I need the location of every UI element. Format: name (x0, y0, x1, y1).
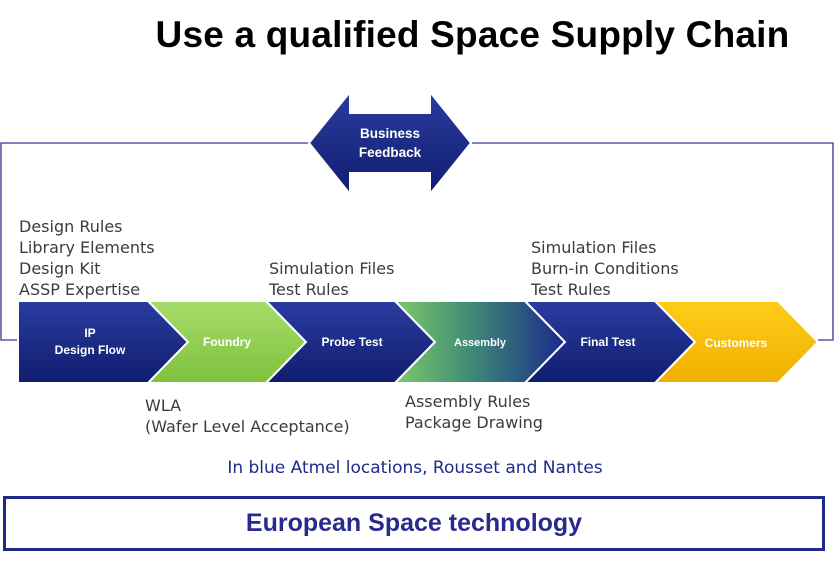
atmel-locations-note: In blue Atmel locations, Rousset and Nan… (227, 458, 603, 478)
step-final-test-label: Final Test (580, 335, 635, 349)
step-customers: Customers (652, 300, 820, 384)
final-test-inputs-note: Simulation Files Burn-in Conditions Test… (531, 238, 679, 299)
feedback-label-line1: Business (360, 126, 420, 141)
step-ip-label-line1: IP (84, 326, 95, 340)
step-ip-design-flow: IP Design Flow (17, 300, 190, 384)
page-title: Use a qualified Space Supply Chain (155, 14, 790, 55)
european-space-banner: European Space technology (3, 496, 825, 551)
step-foundry-label: Foundry (203, 335, 251, 349)
step-assembly-label: Assembly (454, 337, 507, 349)
feedback-label-line2: Feedback (359, 145, 422, 160)
step-customers-label: Customers (705, 336, 768, 350)
step-ip-label-line2: Design Flow (55, 343, 126, 357)
assembly-rules-note: Assembly Rules Package Drawing (405, 392, 543, 432)
business-feedback-arrow: Business Feedback (307, 89, 473, 197)
step-probe-test-label: Probe Test (321, 335, 382, 349)
design-inputs-note: Design Rules Library Elements Design Kit… (19, 217, 155, 299)
step-probe-test: Probe Test (263, 300, 437, 384)
wla-note: WLA (Wafer Level Acceptance) (145, 396, 350, 436)
probe-inputs-note: Simulation Files Test Rules (269, 259, 395, 299)
process-chevrons: IP Design Flow Foundry Probe Test Assemb… (17, 300, 820, 384)
banner-text: European Space technology (245, 509, 583, 537)
